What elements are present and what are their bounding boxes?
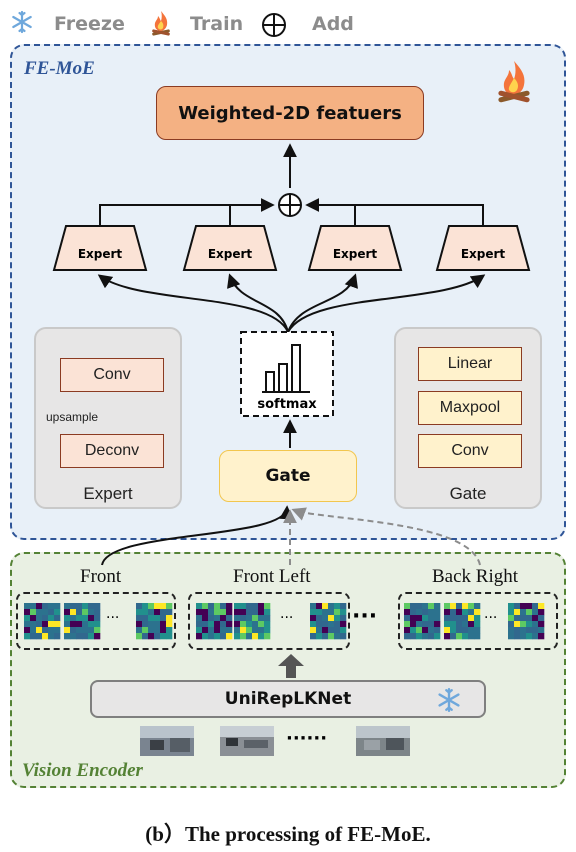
feature-map-tile xyxy=(444,603,481,640)
front-ellipsis: ··· xyxy=(106,610,120,626)
feature-map-tile xyxy=(24,603,61,640)
weighted-features-box: Weighted-2D featuers xyxy=(156,86,424,140)
sum-add-icon xyxy=(278,193,302,217)
feature-map-tile xyxy=(310,603,347,640)
expert-detail-title: Expert xyxy=(83,484,133,503)
front-left-feature-group xyxy=(188,592,350,650)
gate-label: Gate xyxy=(265,466,311,486)
feature-map-tile xyxy=(234,603,271,640)
vision-encoder-title: Vision Encoder xyxy=(22,760,143,781)
fe-moe-connections xyxy=(52,143,531,448)
snowflake-icon xyxy=(12,10,32,34)
camera-image-2 xyxy=(220,726,274,756)
legend: Freeze Train Add xyxy=(0,0,576,44)
expert-conv-box: Conv xyxy=(60,358,164,392)
gate-box: Gate xyxy=(219,450,357,502)
back-right-ellipsis: ··· xyxy=(484,610,498,626)
group-back-right-label: Back Right xyxy=(432,566,519,587)
encoder-up-arrow xyxy=(278,654,304,678)
back-right-feature-group xyxy=(398,592,558,650)
expert-2-shape xyxy=(182,225,278,271)
feature-map-tile xyxy=(404,603,441,640)
expert-detail-panel xyxy=(34,327,182,509)
feature-map-tile xyxy=(196,603,233,640)
camera-image-3 xyxy=(356,726,410,756)
expert-4-shape xyxy=(435,225,531,271)
gate-linear-box: Linear xyxy=(418,347,522,381)
upsample-label: upsample xyxy=(46,410,99,424)
unireplknet-box: UniRepLKNet xyxy=(90,680,486,718)
unireplknet-label: UniRepLKNet xyxy=(224,689,352,709)
expert-4-label: Expert xyxy=(460,247,506,261)
gate-detail-title: Gate xyxy=(449,484,487,503)
legend-train-label: Train xyxy=(190,13,244,35)
fire-icon xyxy=(152,11,170,36)
front-left-ellipsis: ··· xyxy=(280,610,294,626)
camera-image-1 xyxy=(140,726,194,756)
figure-caption: (b）The processing of FE-MoE. xyxy=(145,822,431,846)
add-icon xyxy=(262,13,286,37)
group-front-left-label: Front Left xyxy=(233,566,311,587)
feature-map-tile xyxy=(136,603,173,640)
gate-conv-box: Conv xyxy=(418,434,522,468)
expert-3-label: Expert xyxy=(332,247,378,261)
train-fire-icon xyxy=(498,61,530,103)
group-front-label: Front xyxy=(80,566,122,587)
expert-3-shape xyxy=(307,225,403,271)
softmax-label: softmax xyxy=(257,397,317,412)
frozen-snowflake-icon xyxy=(438,687,460,713)
legend-freeze-label: Freeze xyxy=(54,13,125,35)
expert-2-label: Expert xyxy=(207,247,253,261)
bar-chart-icon xyxy=(262,344,310,393)
expert-1-shape xyxy=(52,225,148,271)
feature-map-tile xyxy=(64,603,101,640)
feature-map-tile xyxy=(508,603,545,640)
groups-ellipsis: ··· xyxy=(352,604,378,629)
camera-images-ellipsis: ······ xyxy=(286,728,328,749)
gate-maxpool-box: Maxpool xyxy=(418,391,522,425)
weighted-features-label: Weighted-2D featuers xyxy=(178,102,402,124)
fe-moe-title: FE-MoE xyxy=(24,58,95,79)
legend-add-label: Add xyxy=(312,13,354,35)
front-feature-group xyxy=(16,592,176,650)
expert-1-label: Expert xyxy=(77,247,123,261)
expert-deconv-box: Deconv xyxy=(60,434,164,468)
